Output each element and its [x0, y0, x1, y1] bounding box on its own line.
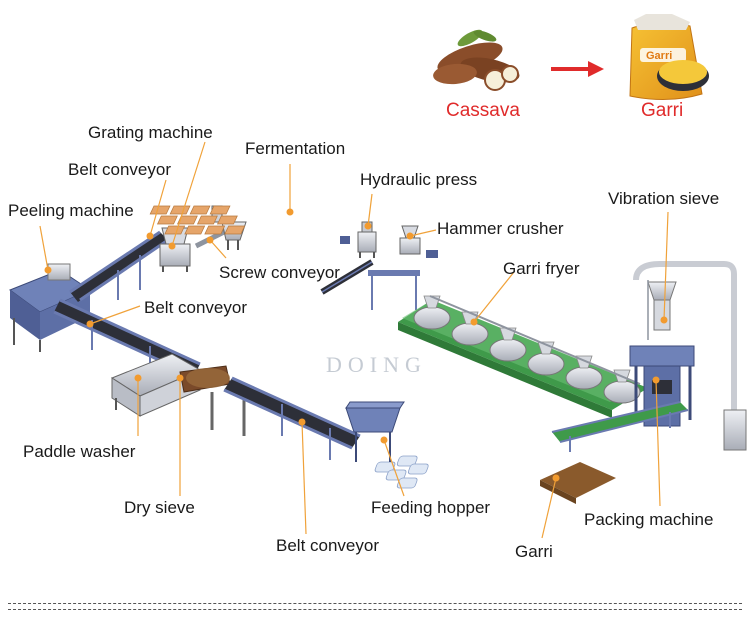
packing-machine	[629, 345, 695, 427]
label-garri-output: Garri	[515, 542, 553, 561]
bag-print-text: Garri	[646, 50, 673, 62]
belt-conveyor-1	[69, 230, 169, 302]
output-conveyor	[551, 401, 689, 452]
watermark-text: DOING	[326, 352, 427, 377]
feeding-hopper	[345, 401, 405, 462]
fryer-feed-conveyor	[320, 259, 420, 310]
label-vibration-sieve: Vibration sieve	[608, 189, 720, 208]
garri-product-label: Garri	[641, 100, 684, 121]
arrow-icon	[551, 61, 604, 77]
divider-top	[8, 603, 742, 604]
label-belt-conveyor-2: Belt conveyor	[144, 298, 247, 317]
fermentation-bags	[149, 205, 246, 235]
dry-sieve	[179, 365, 246, 436]
garri-bag-image	[629, 14, 709, 101]
divider-bottom	[8, 609, 742, 610]
label-screw-conveyor: Screw conveyor	[219, 263, 340, 282]
leader-dots	[44, 208, 668, 482]
label-garri-fryer: Garri fryer	[503, 259, 580, 278]
label-packing-machine: Packing machine	[584, 510, 714, 529]
cassava-image	[433, 29, 520, 91]
label-peeling-machine: Peeling machine	[8, 201, 134, 220]
label-fermentation: Fermentation	[245, 139, 346, 158]
belt-conveyor-3	[223, 376, 361, 460]
label-dry-sieve: Dry sieve	[124, 498, 195, 517]
label-belt-conveyor-3: Belt conveyor	[276, 536, 379, 555]
label-feeding-hopper: Feeding hopper	[371, 498, 491, 517]
vibration-sieve	[633, 261, 747, 451]
leader-lines	[39, 141, 669, 539]
label-grating-machine: Grating machine	[88, 123, 213, 142]
label-hammer-crusher: Hammer crusher	[437, 219, 564, 238]
hammer-crusher	[399, 225, 438, 258]
label-paddle-washer: Paddle washer	[23, 442, 136, 461]
cassava-label: Cassava	[446, 100, 520, 121]
label-hydraulic-press: Hydraulic press	[360, 170, 478, 189]
label-belt-conveyor-1: Belt conveyor	[68, 160, 171, 179]
garri-fryer-line	[398, 295, 648, 418]
garri-bags-pallet	[374, 455, 616, 504]
